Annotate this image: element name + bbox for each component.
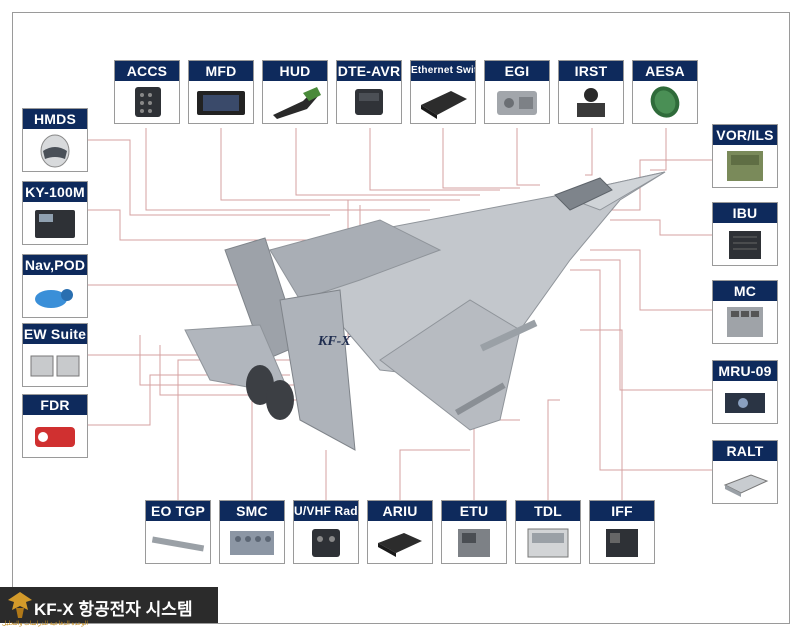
mru09-device-icon xyxy=(713,381,777,423)
box-mfd: MFD xyxy=(188,60,254,124)
box-mc: MC xyxy=(712,280,778,344)
egi-device-icon xyxy=(485,81,549,123)
label-accs: ACCS xyxy=(115,61,179,81)
box-uvhf: U/VHF Radio xyxy=(293,500,359,564)
box-ethswitch: Ethernet Switch xyxy=(410,60,476,124)
uvhf-radio-icon xyxy=(294,521,358,563)
box-ralt: RALT xyxy=(712,440,778,504)
box-fdr: FDR xyxy=(22,394,88,458)
label-ky100m: KY-100M xyxy=(23,182,87,202)
box-ariu: ARIU xyxy=(367,500,433,564)
label-dteavr: DTE-AVR xyxy=(337,61,401,81)
box-hmds: HMDS xyxy=(22,108,88,172)
label-etu: ETU xyxy=(442,501,506,521)
box-ky100m: KY-100M xyxy=(22,181,88,245)
box-vorils: VOR/ILS xyxy=(712,124,778,188)
box-irst: IRST xyxy=(558,60,624,124)
navpod-device-icon xyxy=(23,275,87,317)
box-smc: SMC xyxy=(219,500,285,564)
ralt-device-icon xyxy=(713,461,777,503)
label-smc: SMC xyxy=(220,501,284,521)
vorils-device-icon xyxy=(713,145,777,187)
box-etu: ETU xyxy=(441,500,507,564)
box-eotgp: EO TGP xyxy=(145,500,211,564)
mc-computer-icon xyxy=(713,301,777,343)
label-egi: EGI xyxy=(485,61,549,81)
label-aesa: AESA xyxy=(633,61,697,81)
ky100m-device-icon xyxy=(23,202,87,244)
box-navpod: Nav,POD xyxy=(22,254,88,318)
ew-suite-icon xyxy=(23,344,87,386)
label-iff: IFF xyxy=(590,501,654,521)
label-mfd: MFD xyxy=(189,61,253,81)
mfd-display-icon xyxy=(189,81,253,123)
hud-device-icon xyxy=(263,81,327,123)
box-accs: ACCS xyxy=(114,60,180,124)
tail-text: KF-X xyxy=(317,334,351,349)
aesa-radar-icon xyxy=(633,81,697,123)
box-ibu: IBU xyxy=(712,202,778,266)
label-ibu: IBU xyxy=(713,203,777,223)
label-fdr: FDR xyxy=(23,395,87,415)
label-ralt: RALT xyxy=(713,441,777,461)
box-aesa: AESA xyxy=(632,60,698,124)
label-mru09: MRU-09 xyxy=(713,361,777,381)
tdl-device-icon xyxy=(516,521,580,563)
ethernet-switch-icon xyxy=(411,81,475,123)
box-tdl: TDL xyxy=(515,500,581,564)
etu-device-icon xyxy=(442,521,506,563)
aircraft-illustration xyxy=(184,171,666,451)
dteavr-device-icon xyxy=(337,81,401,123)
box-hud: HUD xyxy=(262,60,328,124)
label-hud: HUD xyxy=(263,61,327,81)
label-ethswitch: Ethernet Switch xyxy=(411,61,475,81)
label-ewsuite: EW Suite xyxy=(23,324,87,344)
box-dteavr: DTE-AVR xyxy=(336,60,402,124)
box-iff: IFF xyxy=(589,500,655,564)
eagle-logo-icon xyxy=(8,592,32,618)
label-mc: MC xyxy=(713,281,777,301)
iff-device-icon xyxy=(590,521,654,563)
ibu-device-icon xyxy=(713,223,777,265)
irst-device-icon xyxy=(559,81,623,123)
label-vorils: VOR/ILS xyxy=(713,125,777,145)
label-navpod: Nav,POD xyxy=(23,255,87,275)
accs-device-icon xyxy=(115,81,179,123)
box-egi: EGI xyxy=(484,60,550,124)
smc-device-icon xyxy=(220,521,284,563)
label-irst: IRST xyxy=(559,61,623,81)
ariu-device-icon xyxy=(368,521,432,563)
watermark-text: الوحدة الدفاعية للدراسات والتحليل xyxy=(2,621,88,627)
fdr-recorder-icon xyxy=(23,415,87,457)
box-mru09: MRU-09 xyxy=(712,360,778,424)
helmet-icon xyxy=(23,129,87,171)
caption-bar: KF-X 항공전자 시스템 xyxy=(0,587,218,623)
label-hmds: HMDS xyxy=(23,109,87,129)
label-tdl: TDL xyxy=(516,501,580,521)
box-ewsuite: EW Suite xyxy=(22,323,88,387)
label-eotgp: EO TGP xyxy=(146,501,210,521)
eotgp-pod-icon xyxy=(146,521,210,563)
label-ariu: ARIU xyxy=(368,501,432,521)
label-uvhf: U/VHF Radio xyxy=(294,501,358,521)
caption-title: KF-X 항공전자 시스템 xyxy=(34,600,193,619)
